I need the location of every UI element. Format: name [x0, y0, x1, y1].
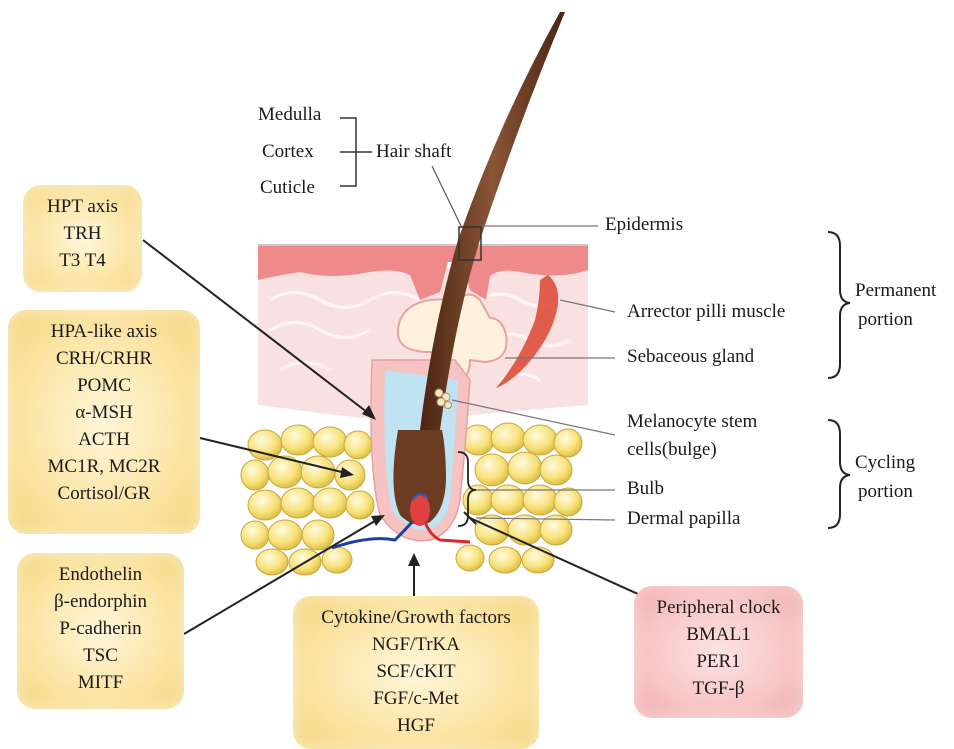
box-line: MC1R, MC2R [8, 453, 200, 480]
box-line: ACTH [8, 426, 200, 453]
label-dermal-papilla: Dermal papilla [627, 508, 740, 530]
label-epidermis: Epidermis [605, 214, 683, 236]
box-line: Cytokine/Growth factors [293, 604, 539, 631]
box-line: HGF [293, 712, 539, 739]
box-line: Endothelin [17, 561, 184, 588]
cytokine-growth-factors-box: Cytokine/Growth factors NGF/TrKA SCF/cKI… [293, 596, 539, 749]
box-line: TSC [17, 642, 184, 669]
permanent-brace [828, 232, 850, 378]
box-line: POMC [8, 372, 200, 399]
fat-cells-right [456, 423, 582, 573]
box-line: T3 T4 [23, 247, 142, 274]
label-hair-shaft: Hair shaft [376, 141, 451, 163]
box-line: Cortisol/GR [8, 480, 200, 507]
box-line: PER1 [634, 648, 803, 675]
label-bulb: Bulb [627, 478, 664, 500]
box-line: Peripheral clock [634, 594, 803, 621]
label-melanocyte-line2: cells(bulge) [627, 439, 717, 461]
label-cycling-portion-2: portion [858, 481, 913, 503]
label-cortex: Cortex [262, 141, 314, 163]
label-cycling-portion-1: Cycling [855, 452, 915, 474]
hpt-axis-box: HPT axis TRH T3 T4 [23, 185, 142, 292]
box-line: BMAL1 [634, 621, 803, 648]
box-line: CRH/CRHR [8, 345, 200, 372]
label-permanent-portion-2: portion [858, 309, 913, 331]
box-line: SCF/cKIT [293, 658, 539, 685]
fat-cells-left [241, 425, 374, 575]
endothelin-box: Endothelin β-endorphin P-cadherin TSC MI… [17, 553, 184, 709]
label-sebaceous-gland: Sebaceous gland [627, 346, 754, 368]
box-line: MITF [17, 669, 184, 696]
box-line: β-endorphin [17, 588, 184, 615]
peripheral-clock-box: Peripheral clock BMAL1 PER1 TGF-β [634, 586, 803, 718]
box-line: FGF/c-Met [293, 685, 539, 712]
box-line: NGF/TrKA [293, 631, 539, 658]
box-line: HPT axis [23, 193, 142, 220]
box-line: TRH [23, 220, 142, 247]
label-cuticle: Cuticle [260, 177, 315, 199]
hpa-axis-box: HPA-like axis CRH/CRHR POMC α-MSH ACTH M… [8, 310, 200, 534]
label-medulla: Medulla [258, 104, 321, 126]
box-line: TGF-β [634, 675, 803, 702]
box-line: α-MSH [8, 399, 200, 426]
label-arrector-pili: Arrector pilli muscle [627, 301, 785, 323]
hair-shaft-bracket [340, 118, 372, 186]
box-line: HPA-like axis [8, 318, 200, 345]
cycling-brace [828, 420, 850, 528]
label-permanent-portion-1: Permanent [855, 280, 936, 302]
label-melanocyte-line1: Melanocyte stem [627, 411, 757, 433]
box-line: P-cadherin [17, 615, 184, 642]
